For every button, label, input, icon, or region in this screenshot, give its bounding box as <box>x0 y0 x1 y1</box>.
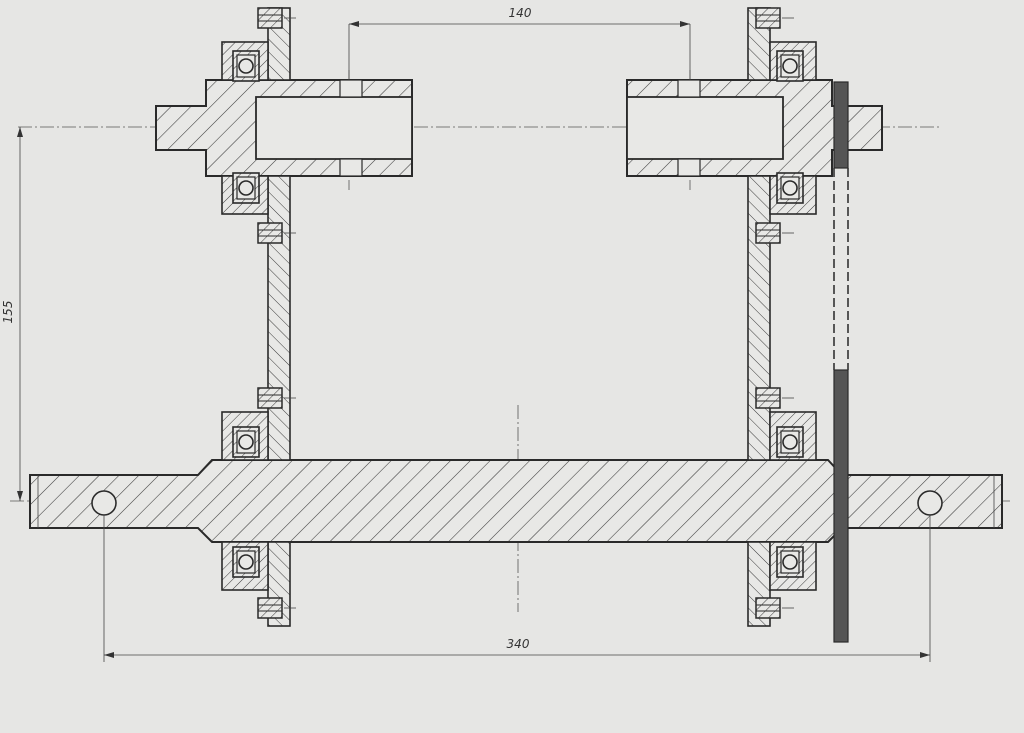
dimension-340: 340 <box>103 515 931 662</box>
dimension-340-label: 340 <box>507 637 530 651</box>
main-shaft <box>29 459 1003 543</box>
dimension-140-label: 140 <box>509 6 532 20</box>
dimension-155-label: 155 <box>1 301 15 324</box>
lower-sprocket <box>833 369 849 643</box>
dimension-155: 155 <box>1 127 23 501</box>
shaft-hole-right <box>917 490 943 516</box>
shaft-hole-left <box>91 490 117 516</box>
left-side-plate <box>221 7 291 627</box>
left-spindle <box>155 79 413 177</box>
upper-sprocket <box>833 81 849 169</box>
chain-drive <box>833 81 849 643</box>
dimension-140: 140 <box>348 6 691 80</box>
right-spindle <box>626 79 883 177</box>
